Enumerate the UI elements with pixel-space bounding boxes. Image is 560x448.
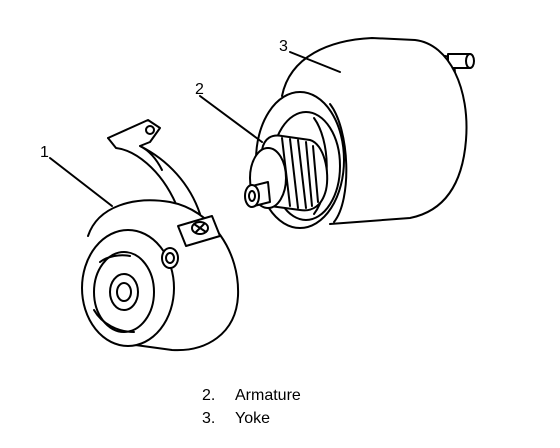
legend-item-yoke: 3. Yoke [202,407,301,430]
legend-item-armature: 2. Armature [202,384,301,407]
leader-line-1 [49,157,113,207]
legend-number: 3. [202,410,216,427]
callout-1: 1 [40,144,49,161]
leader-line-3 [289,51,341,73]
legend-number: 2. [202,387,216,404]
legend-label: Armature [235,387,301,404]
end-frame [81,119,240,352]
parts-legend: 2. Armature 3. Yoke [202,384,301,430]
leader-line-2 [199,95,263,143]
legend-label: Yoke [235,410,270,427]
callout-2: 2 [195,81,204,98]
callout-3: 3 [279,38,288,55]
armature [244,134,329,212]
